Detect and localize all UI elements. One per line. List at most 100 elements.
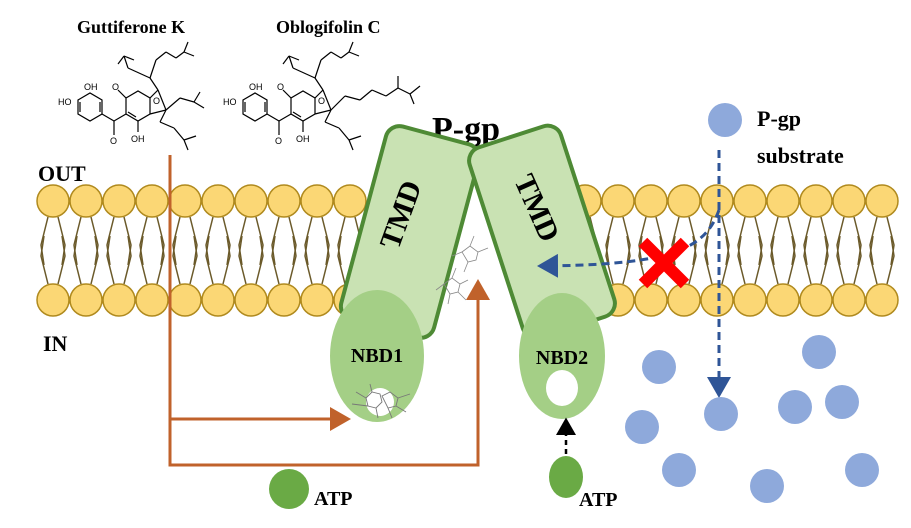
compound-1-o-label-3: O — [153, 96, 160, 106]
lipid-tail — [271, 235, 297, 285]
lipid-tail — [704, 235, 730, 285]
compound-1-name: Guttiferone K — [77, 17, 185, 37]
lipid-head — [799, 184, 833, 218]
lipid-tail — [40, 235, 66, 285]
lipid-tail — [836, 216, 862, 266]
lipid-tail — [73, 235, 99, 285]
lipid-tail — [238, 216, 264, 266]
compound-1-o-label-1: O — [110, 136, 117, 146]
lipid-tail — [869, 235, 895, 285]
lipid-head — [865, 184, 899, 218]
lipid-head — [267, 184, 301, 218]
lipid-head — [667, 283, 701, 317]
substrate-molecule — [625, 410, 659, 444]
lipid-bilayer — [36, 184, 899, 317]
substrate-label-line1: P-gp — [757, 106, 801, 131]
lipid-tail — [869, 216, 895, 266]
lipid-head — [234, 184, 268, 218]
lipid-head — [135, 283, 169, 317]
compound-2-o-label-3: O — [318, 96, 325, 106]
nbd1-label: NBD1 — [351, 345, 403, 367]
substrate-molecule — [845, 453, 879, 487]
substrate-molecule — [642, 350, 676, 384]
lipid-tail — [172, 216, 198, 266]
atp-label-left: ATP — [314, 488, 353, 510]
compound-1-oh-label-top: OH — [84, 82, 98, 92]
lipid-head — [700, 283, 734, 317]
block-x-icon — [638, 237, 690, 289]
lipid-head — [168, 184, 202, 218]
compound-2-ho-label: HO — [223, 97, 237, 107]
lipid-head — [201, 184, 235, 218]
lipid-head — [832, 184, 866, 218]
lipid-tail — [238, 235, 264, 285]
lipid-tail — [304, 216, 330, 266]
compound-1-structure — [77, 41, 205, 151]
in-label: IN — [43, 331, 68, 356]
substrate-molecule — [802, 335, 836, 369]
lipid-head — [234, 283, 268, 317]
compound-2-oh-label-bottom: OH — [296, 134, 310, 144]
compound-1-o-label-2: O — [112, 82, 119, 92]
pgp-right-half — [467, 123, 617, 419]
substrate-molecule — [750, 469, 784, 503]
lipid-head — [601, 184, 635, 218]
lipid-tail — [205, 235, 231, 285]
compound-1-ho-label: HO — [58, 97, 72, 107]
lipid-tail — [304, 235, 330, 285]
lipid-tail — [139, 235, 165, 285]
substrate-molecule — [704, 397, 738, 431]
lipid-head — [69, 283, 103, 317]
lipid-tail — [40, 216, 66, 266]
lipid-tail — [106, 235, 132, 285]
lipid-head — [733, 283, 767, 317]
lipid-head — [865, 283, 899, 317]
lipid-tail — [770, 235, 796, 285]
lipid-head — [102, 283, 136, 317]
out-label: OUT — [38, 161, 86, 186]
lipid-tail — [172, 235, 198, 285]
lipid-head — [201, 283, 235, 317]
lipid-head — [766, 184, 800, 218]
substrate-label-line2: substrate — [757, 143, 844, 168]
lipid-head — [102, 184, 136, 218]
lipid-tail — [106, 216, 132, 266]
lipid-head — [634, 283, 668, 317]
nbd2-label: NBD2 — [536, 347, 588, 369]
atp-molecule-right — [549, 456, 583, 498]
nbd1-domain — [330, 290, 424, 422]
inhibitor-pathway — [168, 155, 490, 467]
compound-2-oh-label-top: OH — [249, 82, 263, 92]
nbd2-atp-pocket — [546, 370, 578, 406]
compound-2-o-label-2: O — [277, 82, 284, 92]
cavity-inhibitor-molecules — [435, 235, 489, 305]
lipid-head — [832, 283, 866, 317]
atp-label-right: ATP — [579, 489, 618, 511]
nbd2-domain — [519, 293, 605, 419]
lipid-head — [333, 184, 367, 218]
lipid-tail — [605, 216, 631, 266]
lipid-head — [300, 283, 334, 317]
lipid-tail — [73, 216, 99, 266]
lipid-head — [799, 283, 833, 317]
lipid-head — [135, 184, 169, 218]
lipid-head — [634, 184, 668, 218]
lipid-tail — [803, 235, 829, 285]
lipid-tail — [803, 216, 829, 266]
substrate-molecules — [625, 103, 879, 503]
substrate-molecule — [825, 385, 859, 419]
lipid-tail — [737, 216, 763, 266]
lipid-head — [300, 184, 334, 218]
substrate-molecule — [662, 453, 696, 487]
substrate-molecule — [708, 103, 742, 137]
lipid-tail — [704, 216, 730, 266]
compound-2-name: Oblogifolin C — [276, 17, 381, 37]
lipid-head — [733, 184, 767, 218]
lipid-head — [36, 283, 70, 317]
lipid-head — [168, 283, 202, 317]
compound-2-o-label-1: O — [275, 136, 282, 146]
pgp-left-half — [330, 124, 482, 422]
inhibitor-path-line — [168, 155, 490, 467]
lipid-tail — [605, 235, 631, 285]
